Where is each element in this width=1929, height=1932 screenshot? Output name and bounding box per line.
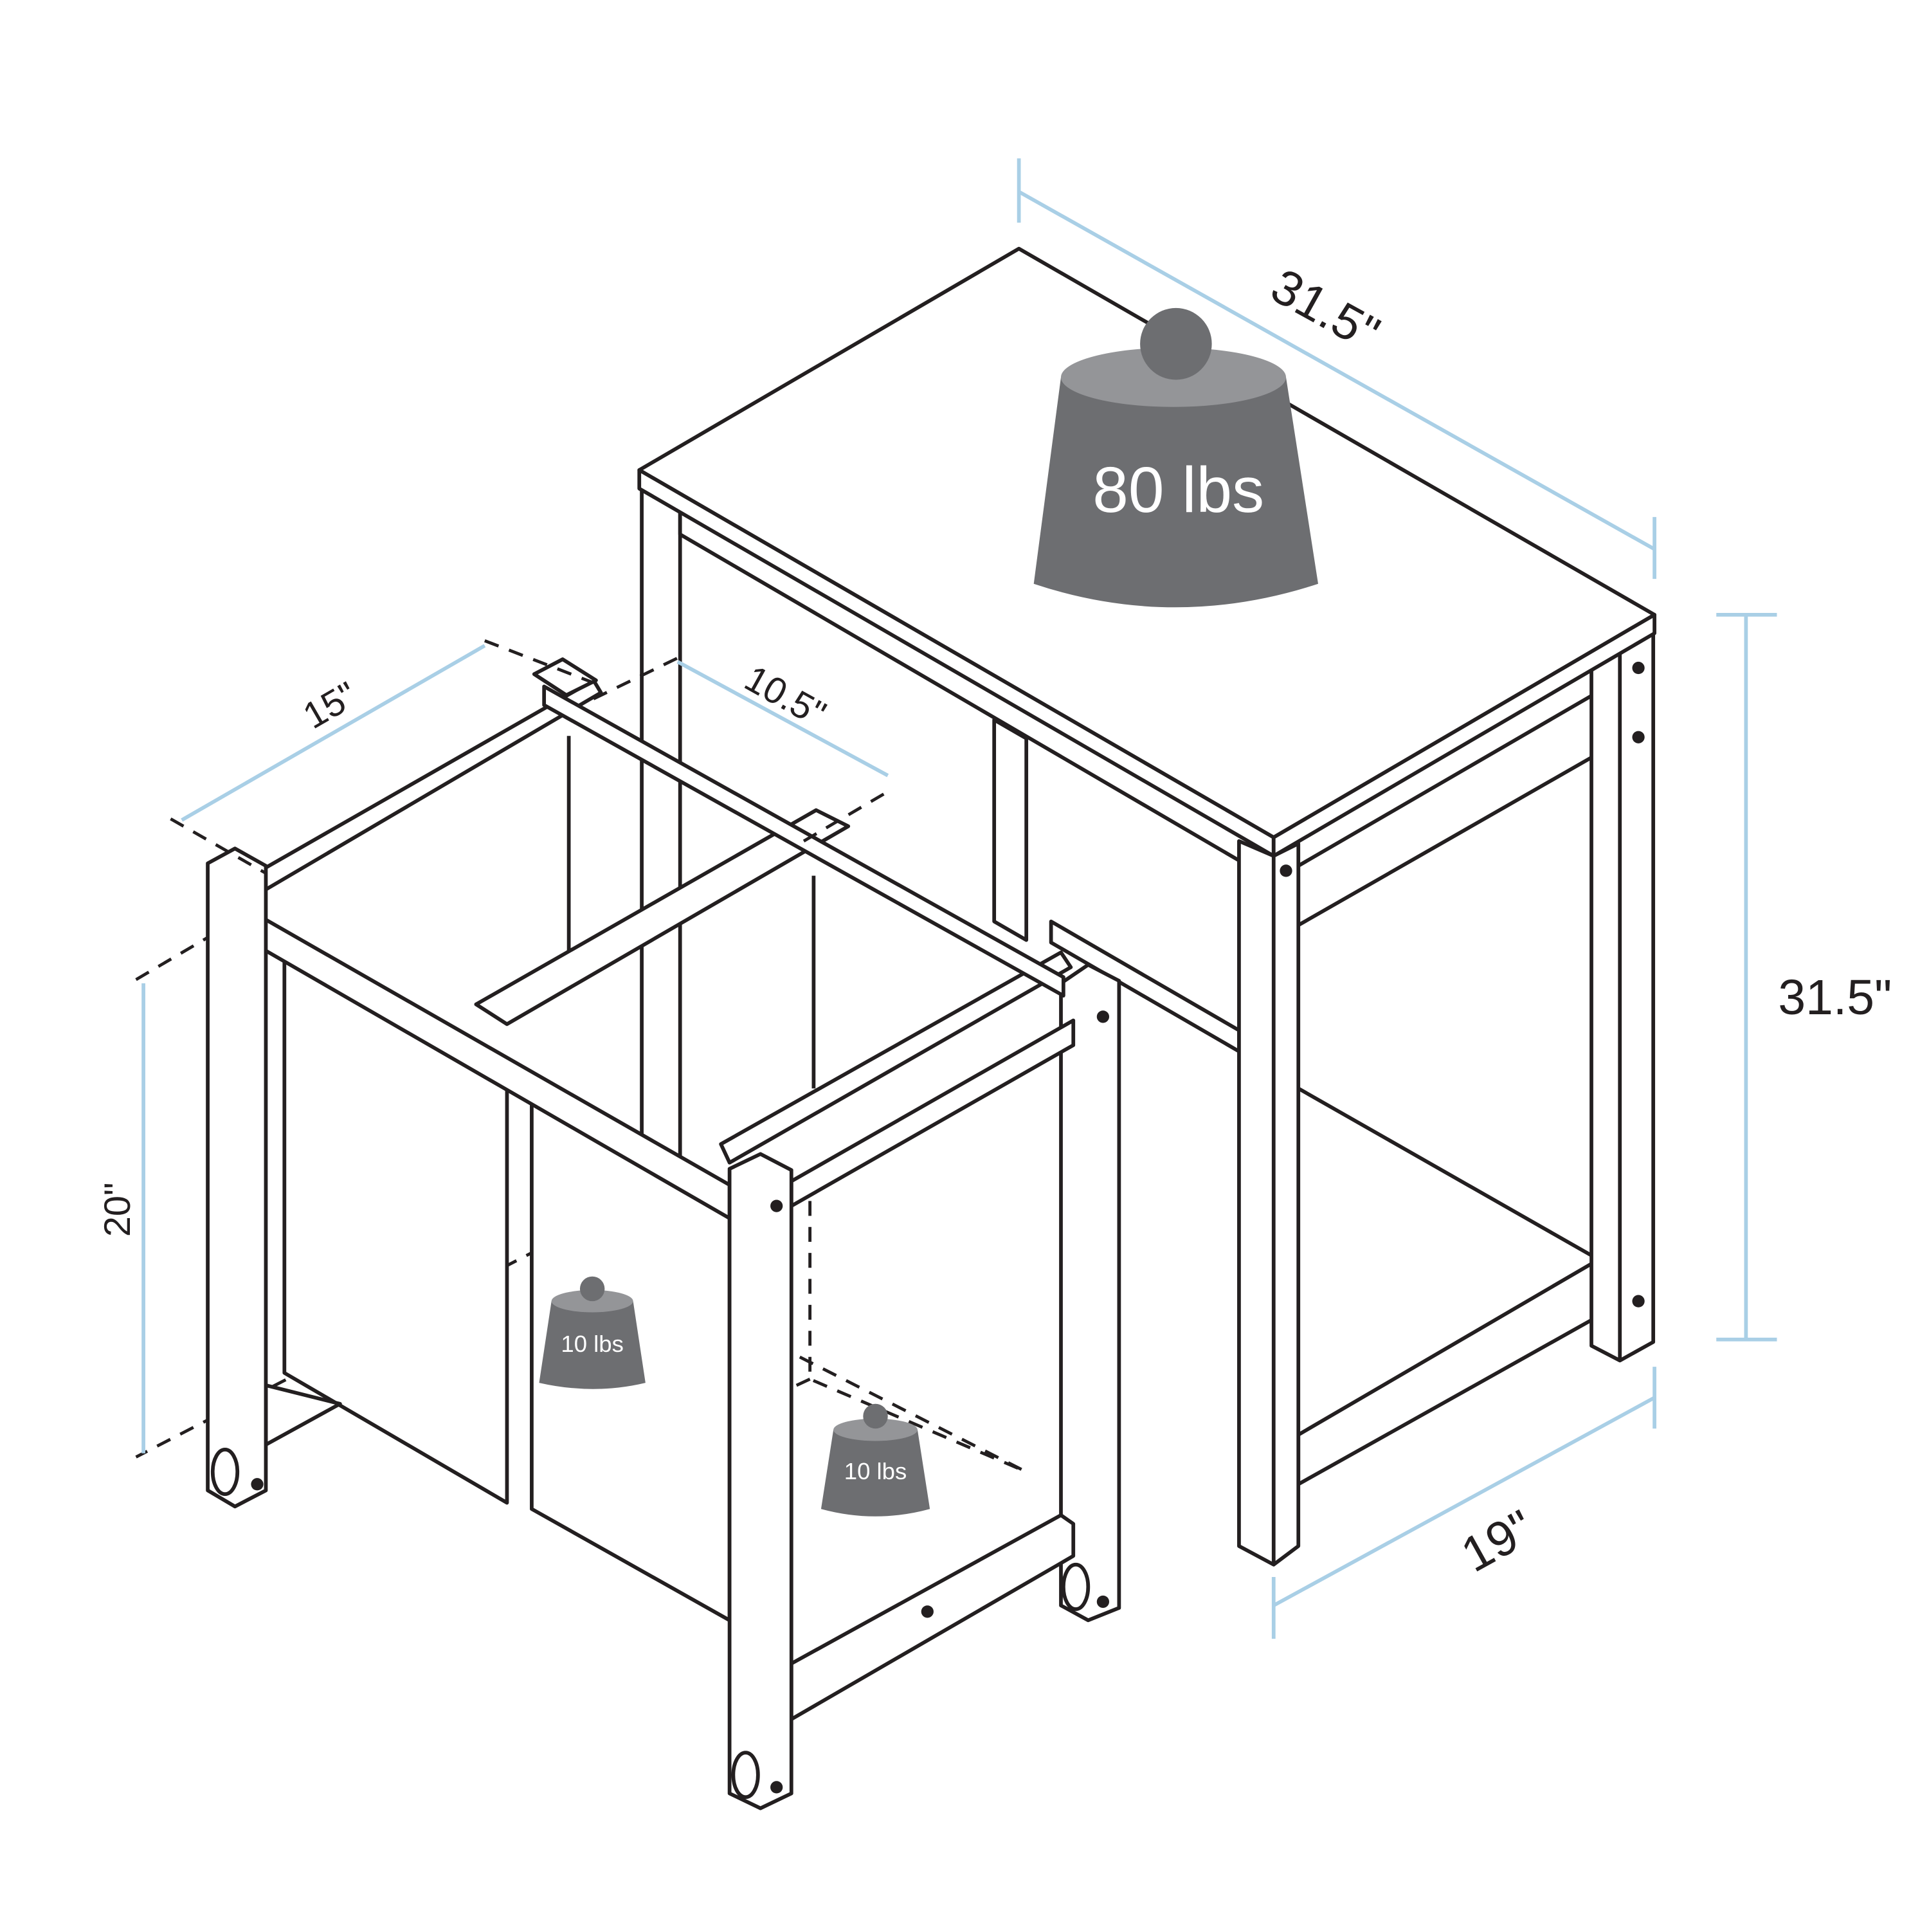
weight-10lbs-right-icon: 10 lbs bbox=[820, 1403, 930, 1517]
table-width-label: 31.5" bbox=[1262, 258, 1388, 361]
table-right-leg bbox=[1589, 612, 1656, 1363]
bolt-icon bbox=[1632, 731, 1645, 743]
bolt-icon bbox=[1632, 661, 1645, 675]
table-shelf-edge bbox=[1297, 1086, 1593, 1257]
table-height-dimension: 31.5" bbox=[1716, 612, 1892, 1342]
left-bag-load-label: 10 lbs bbox=[561, 1331, 623, 1357]
bolt-icon bbox=[1096, 1595, 1109, 1608]
bolt-icon bbox=[921, 1605, 934, 1618]
table-height-label: 31.5" bbox=[1778, 970, 1892, 1025]
table-depth-dimension: 19" bbox=[1271, 1367, 1656, 1639]
hamper-back-right-leg bbox=[1059, 963, 1121, 1623]
bag-width-dimension: 10.5" bbox=[676, 658, 889, 778]
weight-80lbs-icon: 80 lbs bbox=[1033, 307, 1318, 608]
bolt-icon bbox=[770, 1781, 783, 1794]
hamper-front-leg bbox=[727, 1152, 793, 1810]
bag-width-label: 10.5" bbox=[738, 658, 833, 735]
bolt-icon bbox=[1632, 1295, 1645, 1308]
weight-10lbs-left-icon: 10 lbs bbox=[539, 1276, 646, 1389]
hamper-height-dimension: 20" bbox=[97, 983, 145, 1454]
table-front-leg bbox=[1237, 839, 1301, 1567]
table-depth-label: 19" bbox=[1453, 1499, 1543, 1583]
caster-wheel-icon bbox=[1061, 1562, 1091, 1611]
table-back-inner-leg bbox=[992, 718, 1029, 942]
bolt-icon bbox=[1096, 1010, 1109, 1023]
table-top-side-edge bbox=[1271, 612, 1656, 858]
hamper-left-leg bbox=[206, 846, 268, 1509]
bolt-icon bbox=[770, 1199, 783, 1212]
table-bottom-stretcher bbox=[1296, 1259, 1609, 1486]
right-bag-load-label: 10 lbs bbox=[844, 1458, 907, 1484]
hamper-back-left-post bbox=[532, 657, 598, 697]
hamper-bottom-stretcher bbox=[789, 1513, 1076, 1722]
bolt-icon bbox=[251, 1478, 264, 1491]
caster-wheel-icon bbox=[210, 1448, 240, 1497]
bolt-icon bbox=[1280, 864, 1292, 877]
table-load-label: 80 lbs bbox=[1092, 454, 1264, 526]
hamper-width-dimension: 15" bbox=[181, 644, 486, 822]
hamper-right-rail bbox=[719, 950, 1073, 1165]
laundry-hamper bbox=[135, 639, 1121, 1810]
hamper-middle-rail bbox=[474, 808, 851, 1026]
hamper-left-rail bbox=[245, 678, 603, 899]
hamper-width-label: 15" bbox=[296, 674, 364, 737]
caster-wheel-icon bbox=[731, 1751, 760, 1800]
hamper-height-label: 20" bbox=[97, 1182, 138, 1237]
table-back-left-leg bbox=[640, 484, 682, 1239]
